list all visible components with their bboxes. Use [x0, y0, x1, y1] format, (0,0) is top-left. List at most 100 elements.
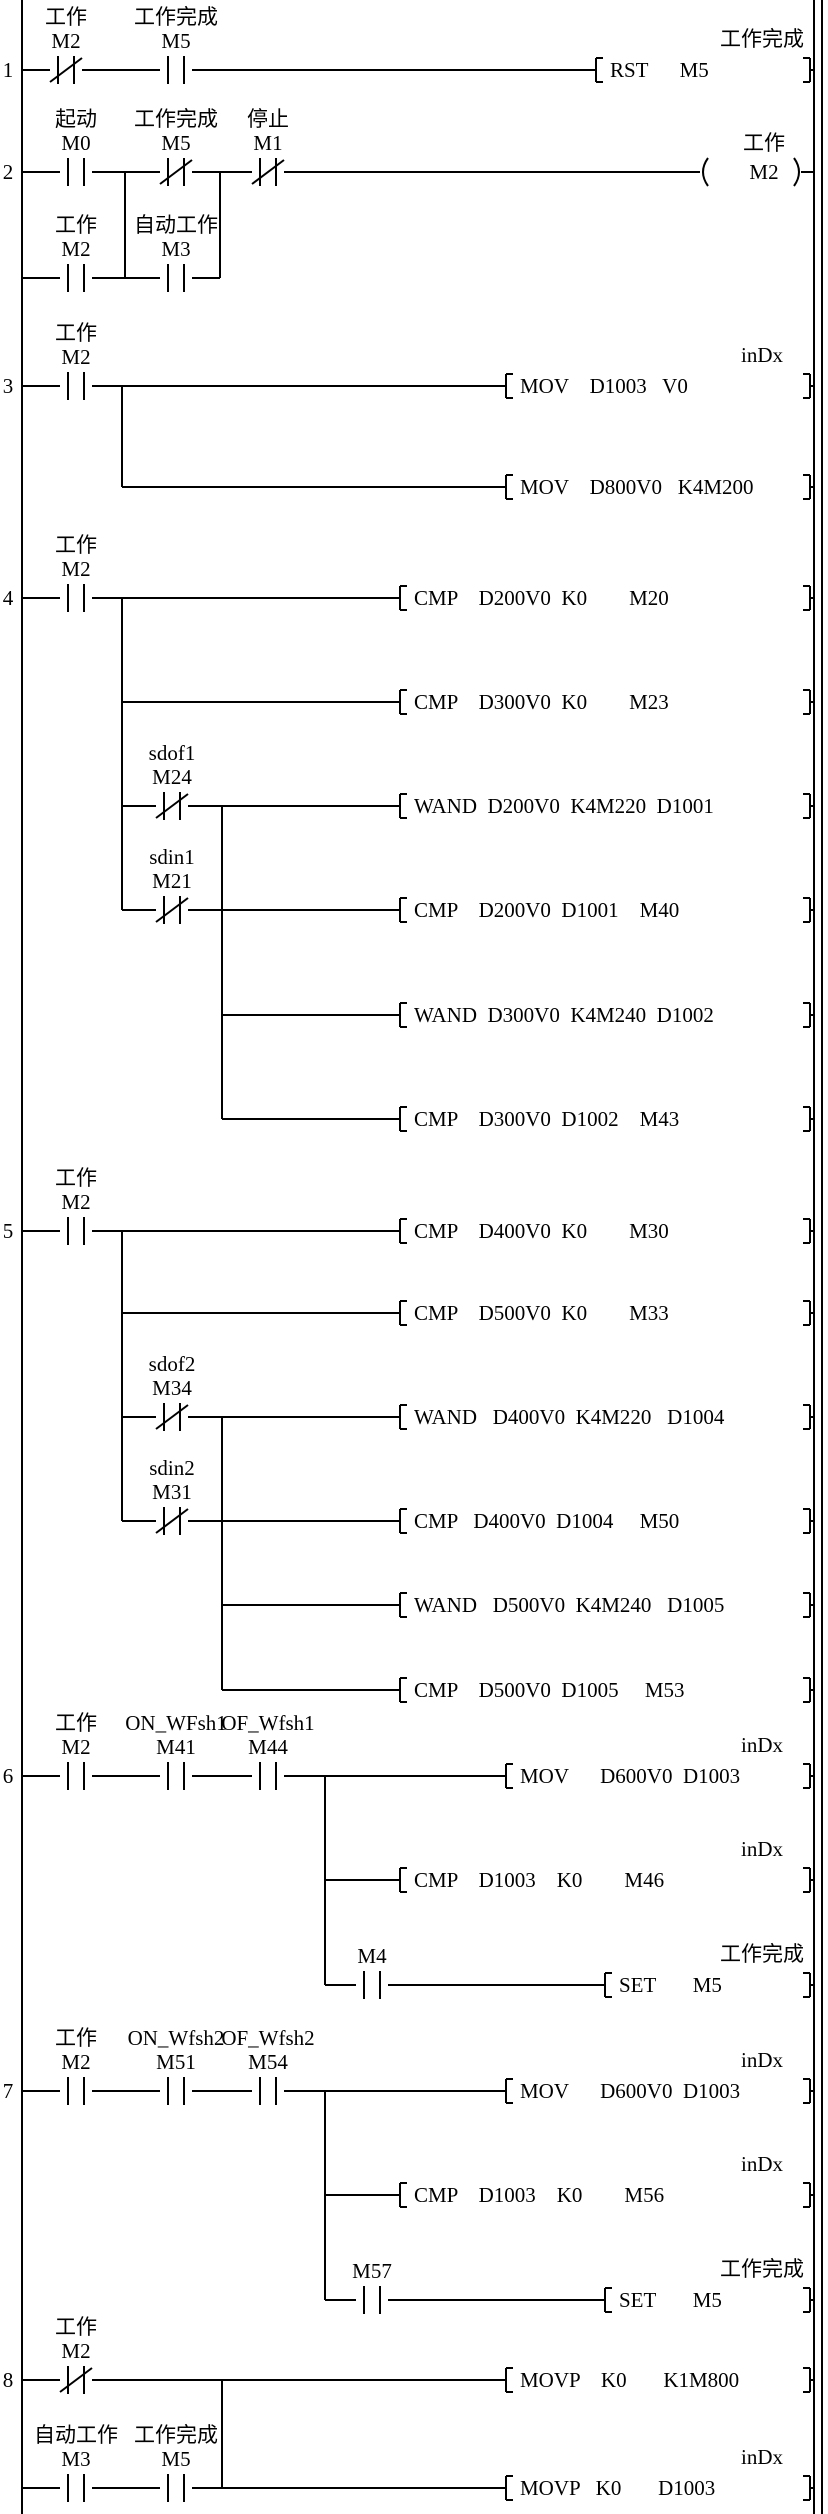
contact-address: M51: [156, 2050, 196, 2074]
coil-address: M2: [749, 160, 778, 184]
contact-address: M44: [248, 1735, 288, 1759]
instruction-box: CMP D500V0 D1005 M53: [399, 1677, 814, 1703]
no-contact: [167, 56, 185, 84]
instruction-text: RST M5: [610, 58, 709, 82]
no-contact: [167, 264, 185, 292]
instruction-text: WAND D300V0 K4M240 D1002: [414, 1003, 714, 1027]
contact-address: M2: [61, 557, 90, 581]
contact-address: M2: [51, 29, 80, 53]
no-contact: [67, 264, 85, 292]
rung-number: 6: [3, 1764, 14, 1788]
instruction-text: MOVP K0 K1M800: [520, 2368, 739, 2392]
instruction-box: MOV D800V0 K4M200: [505, 474, 814, 500]
no-contact: [67, 158, 85, 186]
contact-address: M54: [248, 2050, 288, 2074]
operand-label: inDx: [741, 2445, 784, 2469]
nc-contact: [155, 896, 189, 924]
contact-address: M24: [152, 765, 192, 789]
contact-name: 工作: [55, 533, 97, 557]
no-contact: [363, 2286, 381, 2314]
nc-contact: [155, 792, 189, 820]
instruction-box: CMP D300V0 K0 M23: [399, 689, 814, 715]
instruction-text: WAND D400V0 K4M220 D1004: [414, 1405, 725, 1429]
instruction-text: CMP D400V0 K0 M30: [414, 1219, 669, 1243]
contact-address: M41: [156, 1735, 196, 1759]
instruction-box: CMP D300V0 D1002 M43: [399, 1106, 814, 1132]
instruction-box: CMP D400V0 K0 M30: [399, 1218, 814, 1244]
contact-name: 工作: [55, 1711, 97, 1735]
operand-label: inDx: [741, 343, 784, 367]
rung-number: 8: [3, 2368, 14, 2392]
instruction-box: RST M5 工作完成: [595, 27, 814, 83]
no-contact: [363, 1971, 381, 1999]
instruction-text: MOV D1003 V0: [520, 374, 688, 398]
no-contact: [67, 372, 85, 400]
contact-address: M0: [61, 131, 90, 155]
nc-contact: [59, 2366, 93, 2394]
contact-name: 工作完成: [134, 2423, 218, 2447]
contact-name: 工作: [55, 1166, 97, 1190]
contact-name: ON_WFsh1: [125, 1711, 227, 1735]
contact-name: 工作: [55, 2315, 97, 2339]
nc-slash: [155, 793, 189, 819]
operand-label: inDx: [741, 1733, 784, 1757]
instruction-box: CMP D200V0 D1001 M40: [399, 897, 814, 923]
no-contact: [167, 2474, 185, 2502]
nc-slash: [251, 159, 285, 185]
output-coil: M2 工作: [702, 131, 814, 187]
operand-label: inDx: [741, 1837, 784, 1861]
instruction-box: WAND D300V0 K4M240 D1002: [399, 1002, 814, 1028]
nc-contact: [49, 56, 83, 84]
no-contact: [67, 584, 85, 612]
instruction-box: WAND D200V0 K4M220 D1001: [399, 793, 814, 819]
no-contact: [167, 1762, 185, 1790]
contact-address: M21: [152, 869, 192, 893]
operand-label: 工作完成: [720, 2257, 804, 2281]
contact-address: M5: [161, 2447, 190, 2471]
contact-name: OF_Wfsh1: [221, 1711, 314, 1735]
rung-number: 1: [3, 58, 14, 82]
nc-contact: [155, 1403, 189, 1431]
rung-number: 2: [3, 160, 14, 184]
nc-slash: [159, 159, 193, 185]
contact-name: 停止: [247, 107, 289, 131]
instruction-box: MOVP K0 K1M800: [505, 2367, 814, 2393]
instruction-box: MOV D1003 V0 inDx: [505, 343, 814, 399]
no-contact: [167, 2077, 185, 2105]
contact-name: 自动工作: [134, 213, 218, 237]
contact-address: M2: [61, 1190, 90, 1214]
instruction-text: CMP D200V0 K0 M20: [414, 586, 669, 610]
no-contact: [259, 2077, 277, 2105]
instruction-text: CMP D500V0 D1005 M53: [414, 1678, 685, 1702]
operand-label: inDx: [741, 2152, 784, 2176]
contact-name: sdof1: [149, 741, 196, 765]
instruction-text: CMP D500V0 K0 M33: [414, 1301, 669, 1325]
instruction-box: MOVP K0 D1003 inDx: [505, 2445, 814, 2501]
rung-number: 5: [3, 1219, 14, 1243]
contact-name: 工作: [45, 5, 87, 29]
contact-name: 工作: [55, 2026, 97, 2050]
contact-name: 工作: [55, 213, 97, 237]
contact-name: 起动: [55, 107, 97, 131]
contact-name: ON_Wfsh2: [128, 2026, 225, 2050]
instruction-text: CMP D400V0 D1004 M50: [414, 1509, 679, 1533]
contact-name: sdof2: [149, 1352, 196, 1376]
coil-label: 工作: [743, 131, 785, 155]
contact-name: OF_Wfsh2: [221, 2026, 314, 2050]
nc-contact: [159, 158, 193, 186]
coil-arc: [702, 157, 709, 187]
no-contact: [259, 1762, 277, 1790]
instruction-text: MOV D600V0 D1003: [520, 2079, 740, 2103]
instruction-text: MOVP K0 D1003: [520, 2476, 715, 2500]
operand-label: 工作完成: [720, 27, 804, 51]
instruction-text: SET M5: [619, 1973, 722, 1997]
contact-address: M3: [61, 2447, 90, 2471]
nc-contact: [155, 1507, 189, 1535]
rung-number: 7: [3, 2079, 14, 2103]
contact-address: M2: [61, 345, 90, 369]
contact-name: 工作完成: [134, 5, 218, 29]
rung-number: 3: [3, 374, 14, 398]
